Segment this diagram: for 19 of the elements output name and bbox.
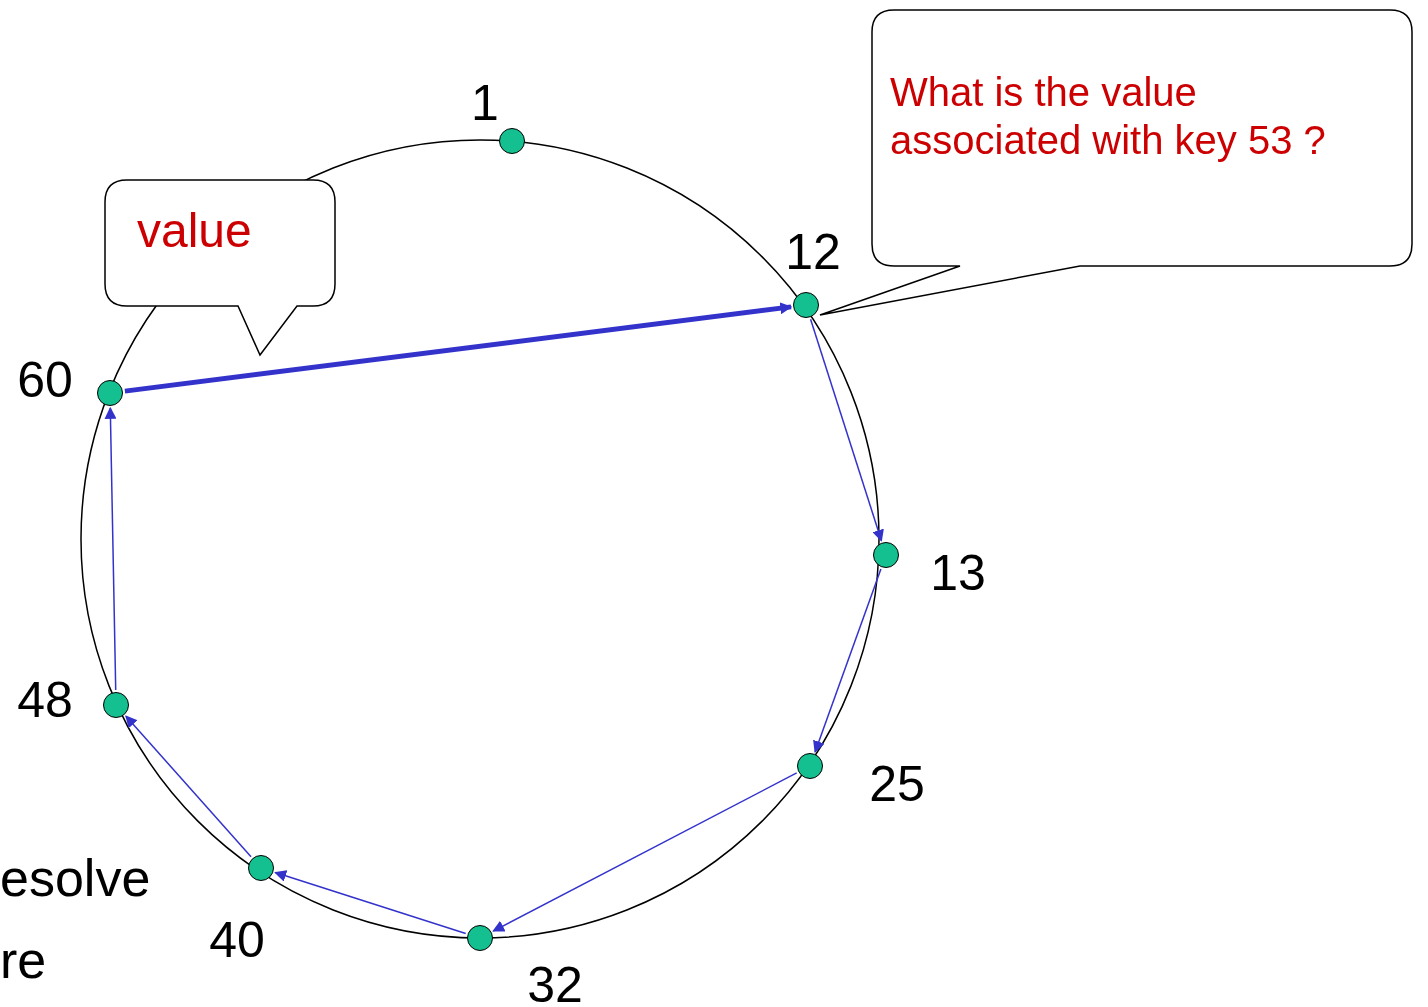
arrow <box>125 715 252 858</box>
arrow <box>492 772 798 932</box>
callout-text: What is the value associated with key 53 ? <box>890 69 1327 164</box>
arrow <box>124 302 793 394</box>
node-label: 40 <box>209 915 265 965</box>
arrow <box>813 568 882 753</box>
arrow <box>104 406 117 691</box>
node-label: 32 <box>527 960 583 1007</box>
arrow <box>809 318 884 542</box>
node-label: 12 <box>785 227 841 277</box>
callout-text: value <box>137 203 253 259</box>
text-label: re <box>0 934 47 986</box>
node-label: 25 <box>869 759 925 809</box>
node-label: 1 <box>471 78 499 128</box>
text-label: esolve <box>0 852 151 904</box>
node-label: 13 <box>930 548 986 598</box>
arrow <box>274 870 467 935</box>
node-label: 48 <box>17 675 73 725</box>
node-label: 60 <box>17 355 73 405</box>
